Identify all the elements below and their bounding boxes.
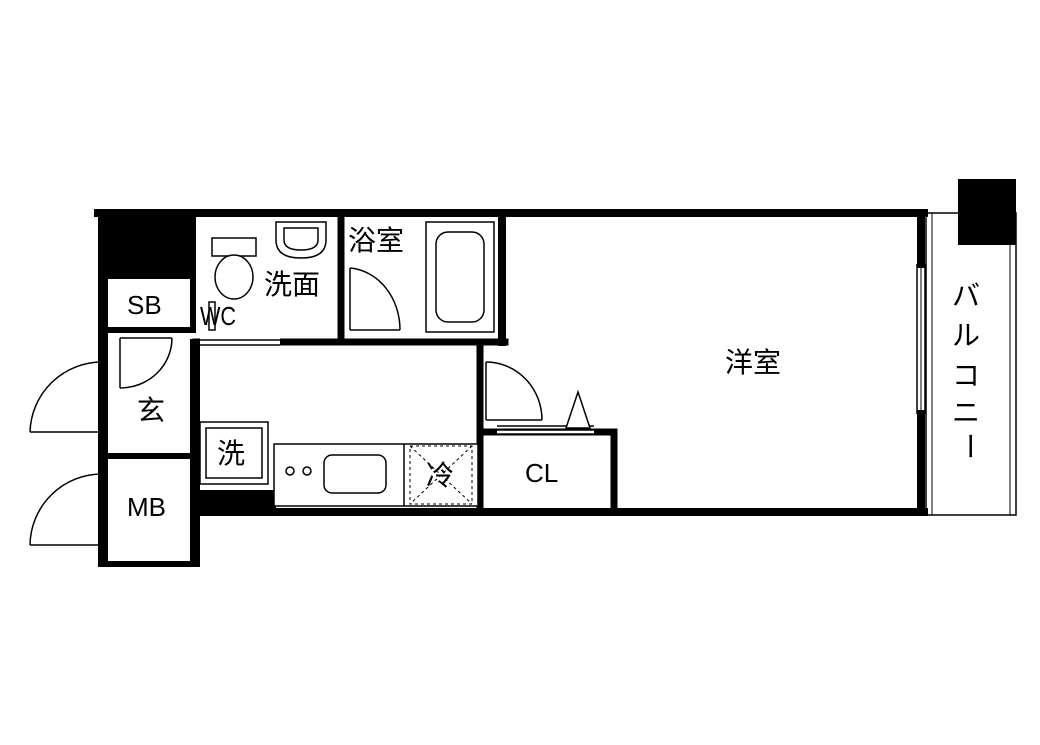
label-meter-box: MB xyxy=(127,492,166,522)
washroom-sliding-door xyxy=(200,338,280,346)
label-balcony-char: バ xyxy=(952,279,980,312)
label-entrance: 玄 xyxy=(137,394,165,427)
room-door xyxy=(485,361,543,421)
washbasin-fixture xyxy=(275,221,327,259)
mb-door xyxy=(29,473,103,546)
label-shoe-box: SB xyxy=(127,290,162,320)
label-fridge: 冷 xyxy=(426,459,454,492)
window xyxy=(916,264,926,414)
closet-door xyxy=(497,389,594,435)
washer-space xyxy=(199,421,269,485)
label-bathroom: 浴室 xyxy=(348,224,404,257)
front-door xyxy=(29,361,103,433)
balcony xyxy=(925,179,1017,516)
label-washer: 洗 xyxy=(217,437,245,470)
label-washroom: 洗面 xyxy=(264,268,320,301)
label-balcony-char: ー xyxy=(953,432,986,460)
bathtub-fixture xyxy=(425,221,495,333)
entrance-inner-door xyxy=(119,337,173,389)
label-balcony-char: コ xyxy=(952,359,980,392)
label-balcony-char: ニ xyxy=(952,396,980,429)
toilet-fixture xyxy=(208,237,257,331)
balcony-pillar xyxy=(958,179,1016,245)
label-toilet: WC xyxy=(200,301,236,331)
label-balcony-char: ル xyxy=(952,319,980,352)
label-balcony: バ ル コ ニ ー xyxy=(952,279,986,460)
label-closet: CL xyxy=(525,458,558,488)
label-western-room: 洋室 xyxy=(725,346,781,379)
kitchen-counter xyxy=(273,443,479,507)
bath-door xyxy=(349,267,401,331)
fridge-space xyxy=(409,445,473,505)
